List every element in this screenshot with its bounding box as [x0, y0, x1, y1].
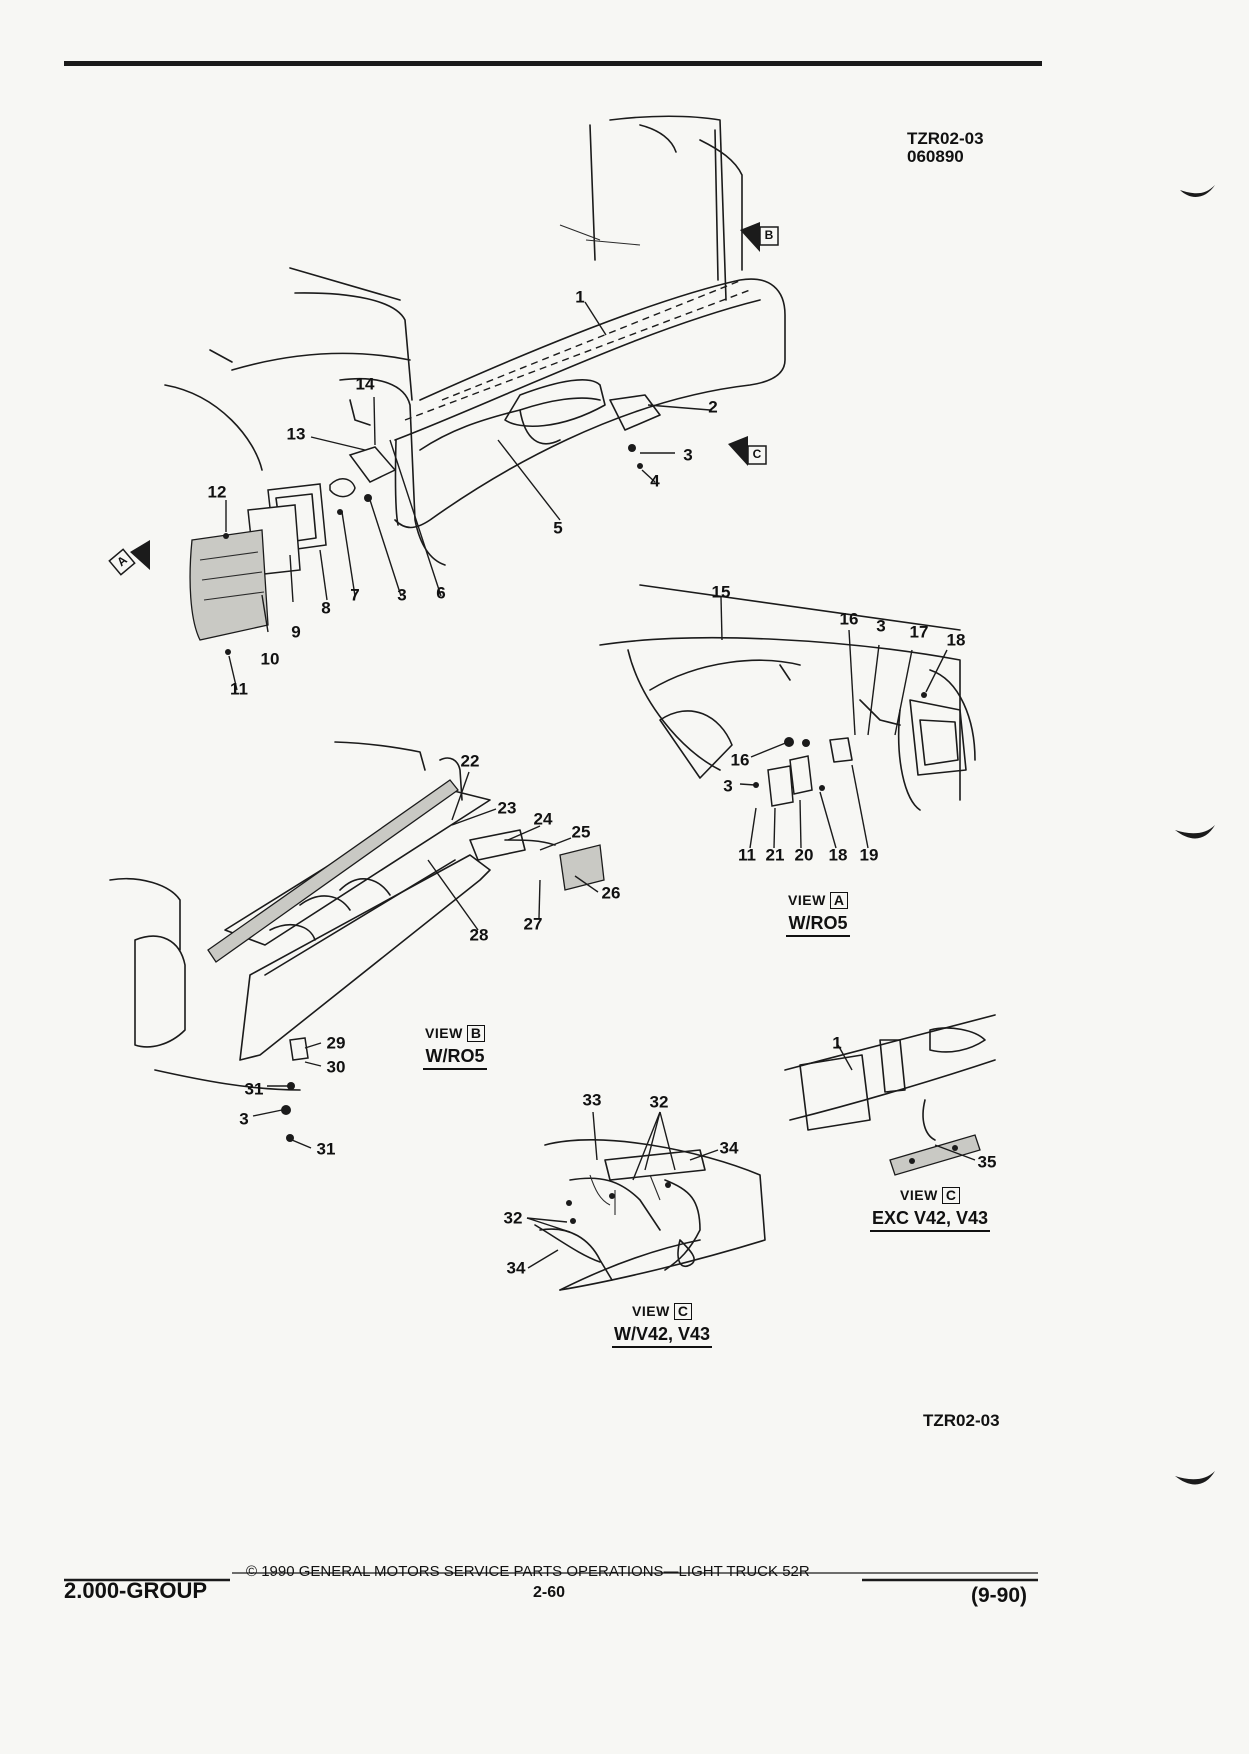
arrow-marker-b: B [764, 228, 774, 242]
callout-b-23: 23 [497, 798, 517, 818]
view-b-sub: W/RO5 [423, 1046, 487, 1070]
callout-b-3: 3 [239, 1109, 249, 1129]
callout-a-19: 19 [859, 845, 879, 865]
callout-a-16b: 16 [730, 750, 750, 770]
callout-main-2: 2 [708, 397, 718, 417]
view-a-word: VIEW [788, 892, 826, 908]
view-c-w-word: VIEW [632, 1303, 670, 1319]
footer-date: (9-90) [971, 1584, 1028, 1607]
callout-main-4: 4 [650, 471, 660, 491]
callout-b-29: 29 [326, 1033, 346, 1053]
callout-b-27: 27 [523, 914, 543, 934]
view-b-drawing [109, 741, 605, 1149]
callout-a-11: 11 [738, 845, 756, 865]
figure-code: TZR02-03 [907, 129, 984, 148]
callout-cw-34b: 34 [506, 1258, 526, 1278]
view-a-drawing [599, 584, 976, 849]
footer-copyright: © 1990 GENERAL MOTORS SERVICE PARTS OPER… [246, 1563, 810, 1580]
callout-main-3b: 3 [397, 585, 407, 605]
callout-main-12: 12 [207, 482, 227, 502]
binder-marks [1175, 185, 1215, 1485]
view-a-letter: A [829, 892, 848, 909]
callout-cw-32a: 32 [649, 1092, 669, 1112]
figure-date: 060890 [907, 147, 964, 166]
callout-a-18b: 18 [828, 845, 848, 865]
callout-main-13: 13 [286, 424, 306, 444]
view-c-exc-word: VIEW [900, 1187, 938, 1203]
footer-figure-code: TZR02-03 [923, 1411, 1000, 1430]
callout-cw-33: 33 [582, 1090, 602, 1110]
callout-main-10: 10 [260, 649, 280, 669]
view-c-w-sub: W/V42, V43 [611, 1324, 713, 1348]
view-a-sub: W/RO5 [786, 913, 850, 937]
callout-b-31a: 31 [244, 1079, 264, 1099]
callout-main-7: 7 [350, 585, 360, 605]
callout-b-30: 30 [326, 1057, 346, 1077]
view-c-exc-drawing [784, 1014, 996, 1176]
callout-a-20: 20 [794, 845, 814, 865]
callout-cx-35: 35 [977, 1152, 997, 1172]
callout-cw-34a: 34 [719, 1138, 739, 1158]
main-truck-rear-drawing [108, 115, 786, 691]
view-c-w-drawing [526, 1111, 766, 1291]
callout-a-17: 17 [909, 622, 929, 642]
view-c-exc-letter: C [941, 1187, 960, 1204]
callout-b-28: 28 [469, 925, 489, 945]
callout-a-18a: 18 [946, 630, 966, 650]
callout-a-3a: 3 [876, 616, 886, 636]
callout-main-1: 1 [575, 287, 585, 307]
footer-group: 2.000-GROUP [64, 1578, 208, 1603]
callout-a-3b: 3 [723, 776, 733, 796]
callout-b-22: 22 [460, 751, 480, 771]
callout-a-21: 21 [765, 845, 785, 865]
callout-b-24: 24 [533, 809, 553, 829]
callout-b-31b: 31 [316, 1139, 336, 1159]
callout-cw-32b: 32 [503, 1208, 523, 1228]
callout-b-25: 25 [571, 822, 591, 842]
callout-b-26: 26 [601, 883, 621, 903]
top-rule [64, 61, 1042, 66]
callout-main-8: 8 [321, 598, 331, 618]
callout-main-9: 9 [291, 622, 301, 642]
callout-a-15: 15 [711, 582, 731, 602]
view-b-word: VIEW [425, 1025, 463, 1041]
callout-main-5: 5 [553, 518, 563, 538]
arrow-marker-c: C [752, 447, 762, 461]
callout-cx-1: 1 [832, 1033, 842, 1053]
view-c-exc-sub: EXC V42, V43 [869, 1208, 991, 1232]
callout-main-6: 6 [436, 583, 446, 603]
footer-page-number: 2-60 [533, 1584, 566, 1601]
view-c-w-letter: C [673, 1303, 692, 1320]
callout-main-11: 11 [230, 679, 248, 699]
view-b-letter: B [466, 1025, 485, 1042]
callout-main-3a: 3 [683, 445, 693, 465]
callout-main-14: 14 [355, 374, 375, 394]
callout-a-16a: 16 [839, 609, 859, 629]
